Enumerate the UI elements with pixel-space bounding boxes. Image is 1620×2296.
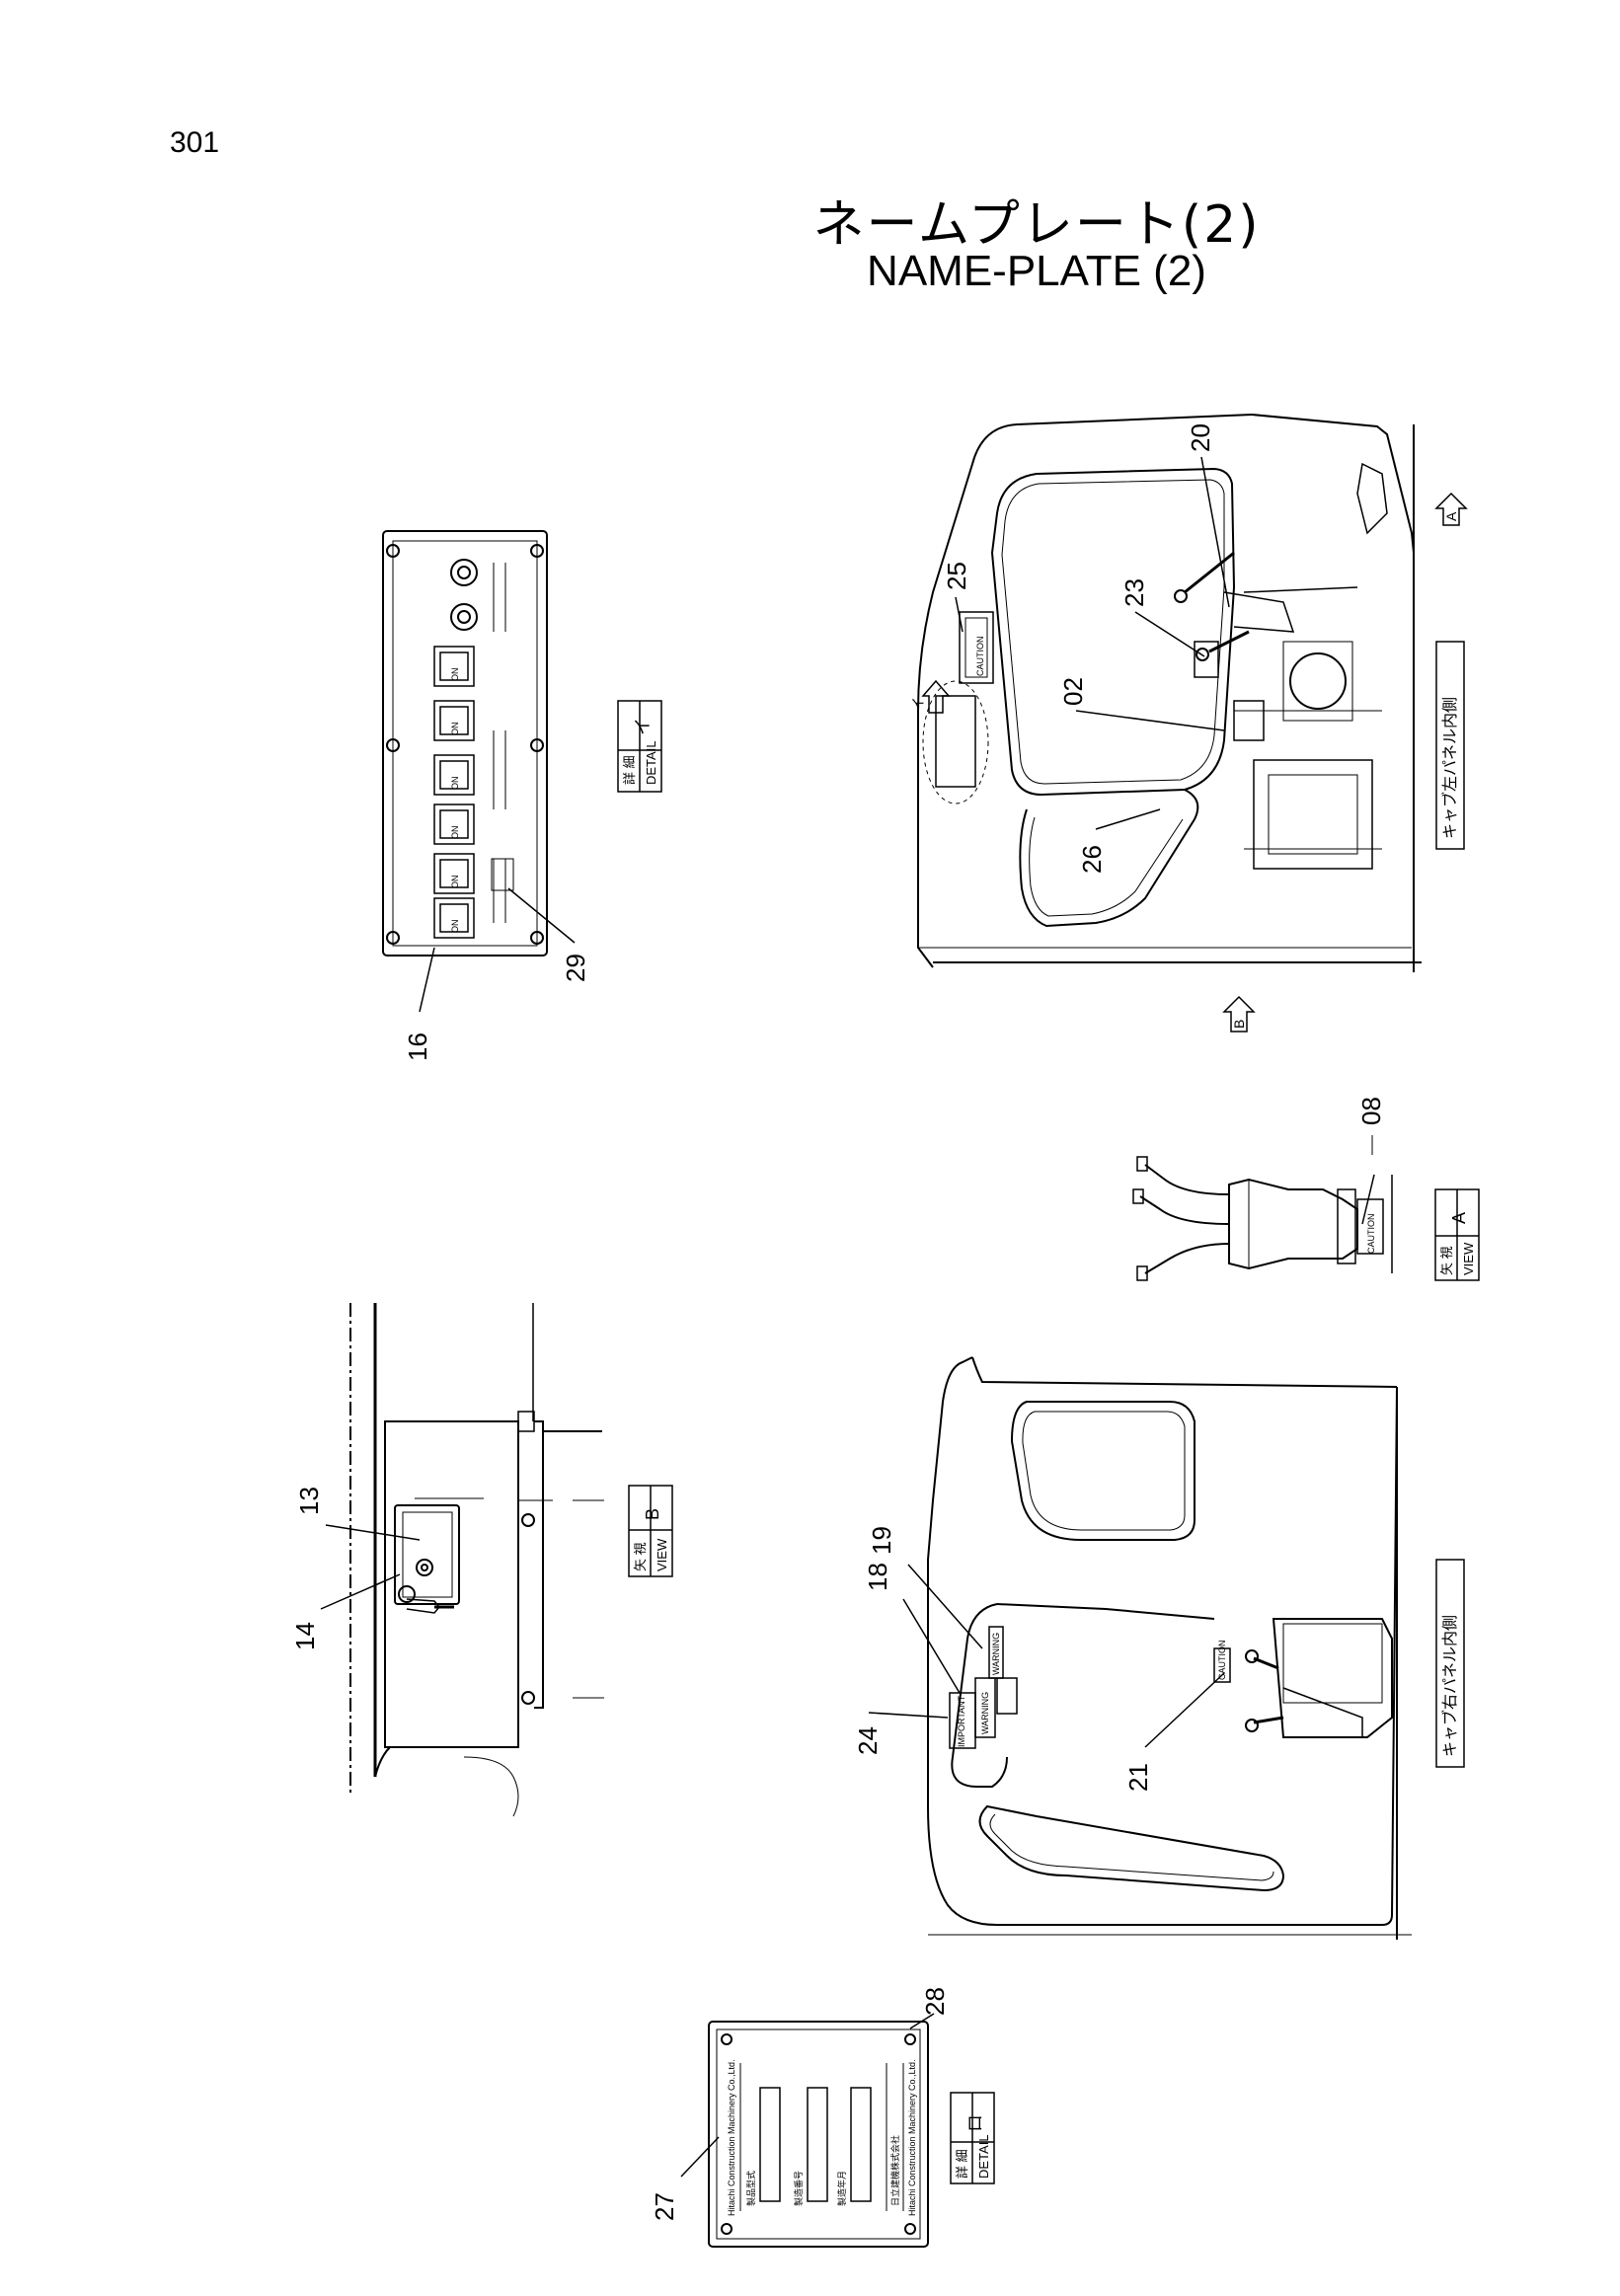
detail-r-label-box [950,2092,995,2184]
callout-25: 25 [942,562,971,590]
arrow-a-letter: A [1443,511,1459,521]
callout-16: 16 [403,1033,432,1061]
arrow-y-letter: イ [910,697,926,711]
cab-right-panel-drawing [927,1356,1412,1940]
switch-on-label: ON [450,826,460,840]
view-b-drawing [349,1303,604,1817]
nameplate-detail-r [708,2021,929,2248]
nameplate-model-jp: 製品型式 [745,2171,756,2206]
nameplate-date-jp: 製造年月 [836,2171,847,2206]
view-a-label-en: VIEW [1461,1242,1476,1275]
callout-13: 13 [294,1487,324,1515]
switch-on-label: ON [450,920,460,934]
callout-23: 23 [1119,578,1149,607]
nameplate-company: Hitachi Construction Machinery Co.,Ltd. [727,2059,736,2216]
nameplate-company: Hitachi Construction Machinery Co.,Ltd. [907,2059,917,2216]
callout-29: 29 [561,954,590,982]
view-b-label-jp: 矢 視 [633,1542,648,1571]
view-a-label-jp: 矢 視 [1439,1246,1454,1275]
caution-plate-text: CAUTION [975,637,985,677]
callout-21: 21 [1123,1763,1153,1792]
callout-08: 08 [1356,1097,1386,1125]
callout-26: 26 [1077,845,1107,874]
callout-20: 20 [1186,423,1215,452]
title-english: NAME-PLATE (2) [867,247,1206,295]
view-b-label-box [628,1485,673,1577]
callout-14: 14 [290,1622,320,1650]
warning-plate-text: WARNING [991,1633,1001,1675]
page-number: 301 [170,126,220,159]
view-a-arrow [1434,492,1468,526]
callout-24: 24 [853,1726,883,1755]
important-plate-text: IMPORTANT [957,1695,966,1747]
view-a-letter: A [1449,1212,1469,1224]
callout-02: 02 [1058,677,1088,706]
nameplate-maker-jp: 日立建機株式会社 [889,2135,900,2206]
view-b-arrow [1222,995,1256,1033]
cab-right-panel-label-box [1435,1559,1465,1768]
title-japanese: ネームプレート(2) [812,195,1261,255]
detail-y-label-en: DETAIL [644,740,658,785]
detail-r-label-jp: 詳 細 [955,2149,969,2179]
switch-on-label: ON [450,777,460,791]
detail-y-label-box [617,700,662,793]
nameplate-serial-jp: 製造番号 [793,2171,804,2206]
detail-r-letter: ロ [965,2114,985,2132]
cab-left-panel-drawing [917,414,1422,972]
cab-right-panel-label: キャブ右パネル内側 [1440,1615,1459,1757]
cab-left-panel-label: キャブ左パネル内側 [1440,697,1459,839]
switch-panel-detail-y [382,530,548,957]
detail-y-arrow [921,679,951,714]
callout-19: 19 [867,1526,896,1555]
switch-on-label: ON [450,668,460,682]
detail-r-label-en: DETAIL [976,2134,991,2179]
callout-27: 27 [650,2192,679,2221]
arrow-b-letter: B [1231,1020,1247,1029]
warning-plate-text: WARNING [980,1692,990,1734]
detail-y-label-jp: 詳 細 [622,755,637,785]
detail-y-letter: イ [633,718,653,735]
view-b-label-en: VIEW [655,1538,669,1571]
view-b-letter: B [643,1508,662,1520]
switch-on-label: ON [450,876,460,889]
callout-18: 18 [863,1563,892,1591]
view-a-drawing [1132,1135,1393,1281]
callout-28: 28 [920,1987,950,2016]
cab-left-panel-label-box [1435,641,1465,850]
switch-on-label: ON [450,723,460,736]
view-a-caution-plate-text: CAUTION [1366,1214,1376,1255]
caution-plate-text: CAUTION [1217,1641,1227,1681]
view-a-label-box [1434,1188,1480,1281]
